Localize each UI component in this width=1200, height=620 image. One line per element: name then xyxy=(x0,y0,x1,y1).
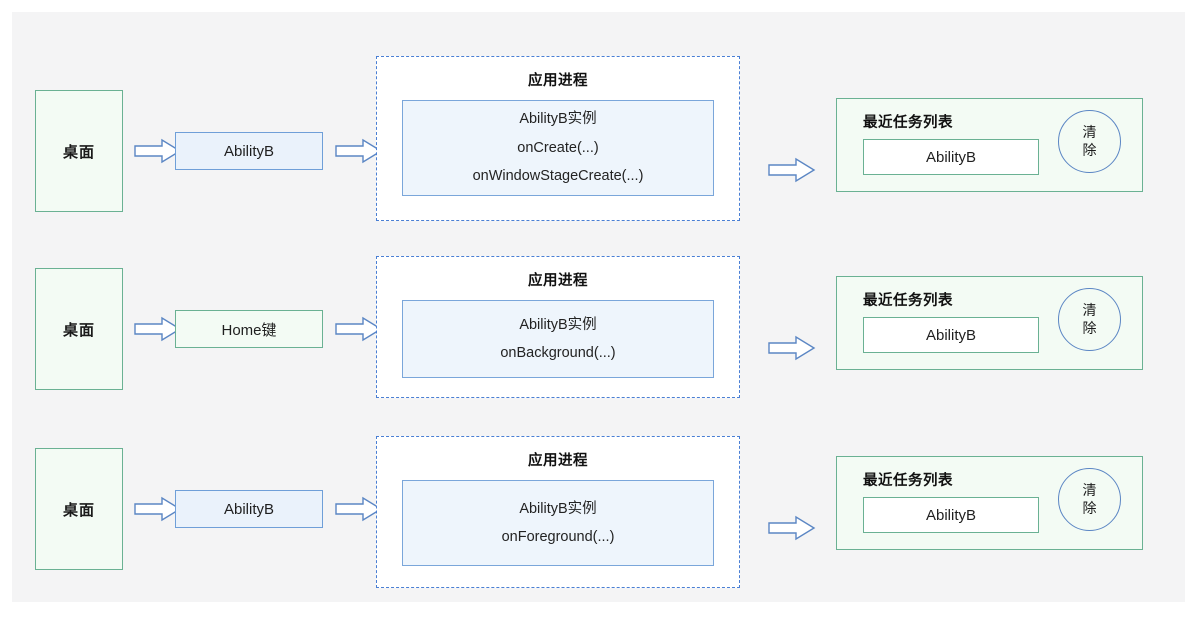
block-arrow-right-icon xyxy=(768,157,816,183)
recent-tasks-title: 最近任务列表 xyxy=(863,293,953,309)
recent-tasks-title: 最近任务列表 xyxy=(863,473,953,489)
task-item-label: AbilityB xyxy=(925,148,977,166)
desktop-label: 桌面 xyxy=(62,501,95,519)
instance-line: AbilityB实例 xyxy=(519,111,597,128)
diagram-row-foreground: 桌面 AbilityB 应用进程 AbilityB实例 onForeground… xyxy=(12,420,1185,600)
ability-instance-box: AbilityB实例 onBackground(...) xyxy=(402,300,714,378)
task-item[interactable]: AbilityB xyxy=(863,497,1039,533)
diagram-canvas: 桌面 AbilityB 应用进程 AbilityB实例 onCreate(...… xyxy=(12,12,1185,602)
desktop-box: 桌面 xyxy=(35,448,123,570)
block-arrow-right-icon xyxy=(768,335,816,361)
recent-tasks-title: 最近任务列表 xyxy=(863,115,953,131)
trigger-box[interactable]: AbilityB xyxy=(175,132,323,170)
block-arrow-right-icon xyxy=(335,138,383,164)
block-arrow-right-icon xyxy=(335,496,383,522)
block-arrow-right-icon xyxy=(134,316,182,342)
block-arrow-right-icon xyxy=(768,515,816,541)
desktop-label: 桌面 xyxy=(62,321,95,339)
block-arrow-right-icon xyxy=(134,138,182,164)
app-process-container: 应用进程 AbilityB实例 onBackground(...) xyxy=(376,256,740,398)
diagram-row-home-key: 桌面 Home键 应用进程 AbilityB实例 onBackground(..… xyxy=(12,240,1185,420)
clear-label-line2: 除 xyxy=(1082,499,1097,516)
instance-line: onWindowStageCreate(...) xyxy=(472,168,644,185)
clear-button[interactable]: 清 除 xyxy=(1058,468,1121,531)
clear-button[interactable]: 清 除 xyxy=(1058,110,1121,173)
clear-label-line2: 除 xyxy=(1082,141,1097,158)
trigger-box[interactable]: Home键 xyxy=(175,310,323,348)
trigger-box[interactable]: AbilityB xyxy=(175,490,323,528)
task-item[interactable]: AbilityB xyxy=(863,317,1039,353)
instance-line: AbilityB实例 xyxy=(519,316,597,333)
clear-button[interactable]: 清 除 xyxy=(1058,288,1121,351)
instance-line: onCreate(...) xyxy=(517,139,599,156)
instance-line: AbilityB实例 xyxy=(519,500,597,517)
desktop-box: 桌面 xyxy=(35,90,123,212)
task-item[interactable]: AbilityB xyxy=(863,139,1039,175)
instance-line: onBackground(...) xyxy=(500,345,616,361)
ability-instance-box: AbilityB实例 onCreate(...) onWindowStageCr… xyxy=(402,100,714,196)
app-process-container: 应用进程 AbilityB实例 onCreate(...) onWindowSt… xyxy=(376,56,740,221)
instance-line: onForeground(...) xyxy=(501,529,615,545)
trigger-label: AbilityB xyxy=(223,500,275,518)
ability-instance-box: AbilityB实例 onForeground(...) xyxy=(402,480,714,566)
app-process-container: 应用进程 AbilityB实例 onForeground(...) xyxy=(376,436,740,588)
recent-tasks-box: 最近任务列表 AbilityB 清 除 xyxy=(836,276,1143,370)
clear-label-line1: 清 xyxy=(1082,482,1097,498)
app-process-title: 应用进程 xyxy=(528,453,588,469)
desktop-box: 桌面 xyxy=(35,268,123,390)
trigger-label: Home键 xyxy=(221,321,277,339)
recent-tasks-box: 最近任务列表 AbilityB 清 除 xyxy=(836,98,1143,192)
recent-tasks-box: 最近任务列表 AbilityB 清 除 xyxy=(836,456,1143,550)
trigger-label: AbilityB xyxy=(223,142,275,160)
app-process-title: 应用进程 xyxy=(528,73,588,89)
clear-label-line1: 清 xyxy=(1082,302,1097,318)
block-arrow-right-icon xyxy=(335,316,383,342)
diagram-row-launch: 桌面 AbilityB 应用进程 AbilityB实例 onCreate(...… xyxy=(12,40,1185,221)
clear-label-line1: 清 xyxy=(1082,124,1097,140)
clear-label-line2: 除 xyxy=(1082,319,1097,336)
block-arrow-right-icon xyxy=(134,496,182,522)
app-process-title: 应用进程 xyxy=(528,273,588,289)
desktop-label: 桌面 xyxy=(62,143,95,161)
task-item-label: AbilityB xyxy=(925,326,977,344)
task-item-label: AbilityB xyxy=(925,506,977,524)
